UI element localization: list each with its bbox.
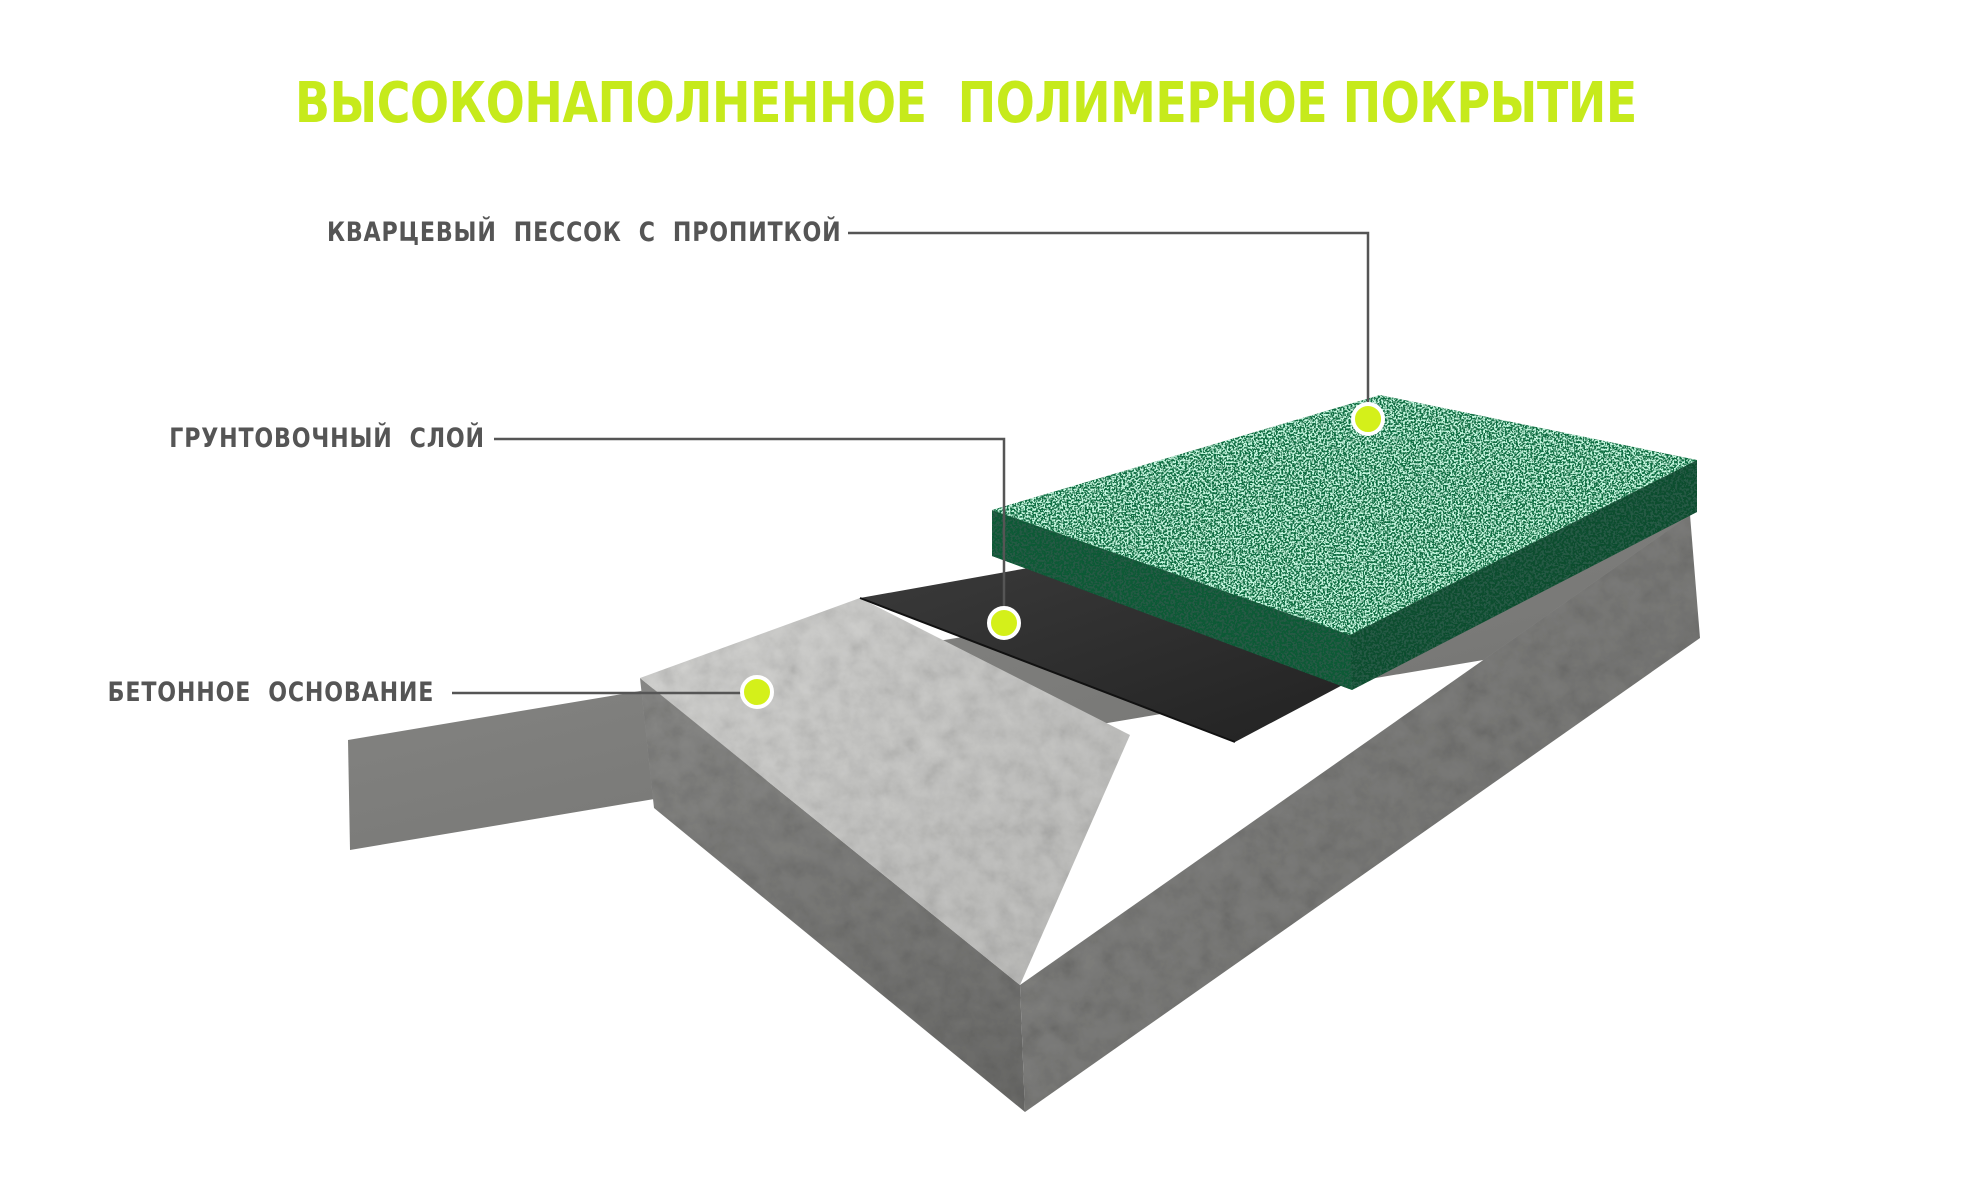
leader-line-sand [848, 231, 1370, 412]
label-quartz-sand-layer: КВАРЦЕВЫЙ ПЕССОК С ПРОПИТКОЙ [326, 217, 841, 248]
marker-primer-layer [987, 606, 1021, 640]
label-primer-layer: ГРУНТОВОЧНЫЙ СЛОЙ [169, 423, 485, 454]
marker-concrete-base [740, 675, 774, 709]
leader-line-primer [494, 437, 1006, 624]
marker-sand-layer [1351, 402, 1385, 436]
label-concrete-base: БЕТОННОЕ ОСНОВАНИЕ [107, 677, 434, 708]
concrete-slab-long-side [1020, 515, 1700, 1112]
diagram-title: ВЫСОКОНАПОЛНЕННОЕ ПОЛИМЕРНОЕ ПОКРЫТИЕ [295, 71, 1637, 136]
primer-layer-surface [860, 568, 1352, 742]
coating-top-surface [992, 395, 1697, 635]
coating-side-face [1350, 460, 1697, 690]
concrete-slab-front [640, 678, 1025, 1112]
primer-layer-edge [859, 597, 1236, 743]
coating-front-face [992, 510, 1352, 690]
